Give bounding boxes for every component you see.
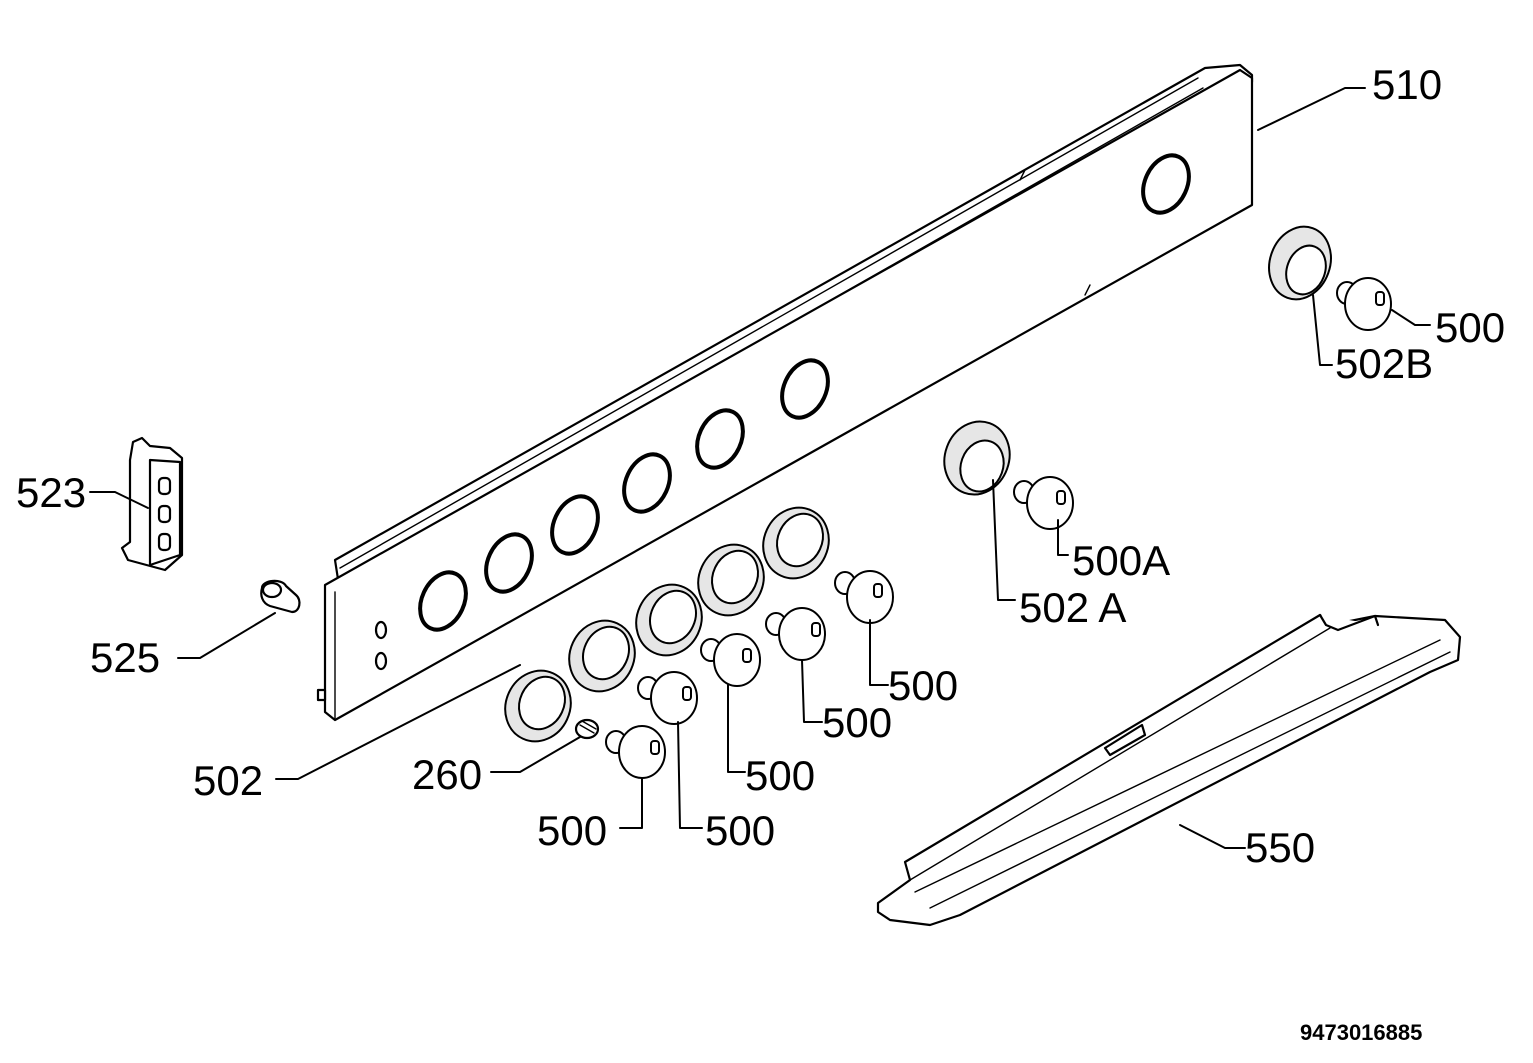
label-523: 523 [16,469,86,516]
leader-lines [89,87,1431,849]
bezel-ring [635,583,703,657]
bezel-ring [697,543,765,617]
trim-strip-550 [876,613,1462,927]
control-knob [637,671,698,725]
label-525: 525 [90,634,160,681]
bezel-rings-502 [504,506,830,743]
label-500-1: 500 [888,662,958,709]
drawing-number: 9473016885 [1300,1020,1422,1045]
label-500a: 500A [1072,537,1170,584]
label-500-2: 500 [822,699,892,746]
control-knob-500a [1013,476,1074,530]
bezel-ring [762,506,830,580]
spring-260 [574,718,600,740]
control-knob [765,607,826,661]
label-500-5: 500 [705,807,775,854]
bezel-ring [568,619,636,693]
control-panel-510 [316,63,1254,722]
part-labels: 510 500 502B 523 500A 502 A 525 500 500 … [16,61,1505,871]
label-502b: 502B [1335,340,1433,387]
label-500-right: 500 [1435,304,1505,351]
bezel-ring-502b [1268,225,1332,301]
stud-525 [260,579,301,614]
control-knob [700,633,761,687]
label-500-4: 500 [537,807,607,854]
label-260: 260 [412,751,482,798]
control-knobs-500 [605,570,894,779]
label-500-3: 500 [745,752,815,799]
label-502: 502 [193,757,263,804]
bezel-ring-502a [943,420,1011,496]
control-knob [605,725,666,779]
control-knob-right [1336,277,1392,331]
label-502a: 502 A [1019,584,1126,631]
bezel-ring [504,669,572,743]
label-550: 550 [1245,824,1315,871]
label-510: 510 [1372,61,1442,108]
control-knob [834,570,894,624]
side-bracket-523 [120,436,184,572]
